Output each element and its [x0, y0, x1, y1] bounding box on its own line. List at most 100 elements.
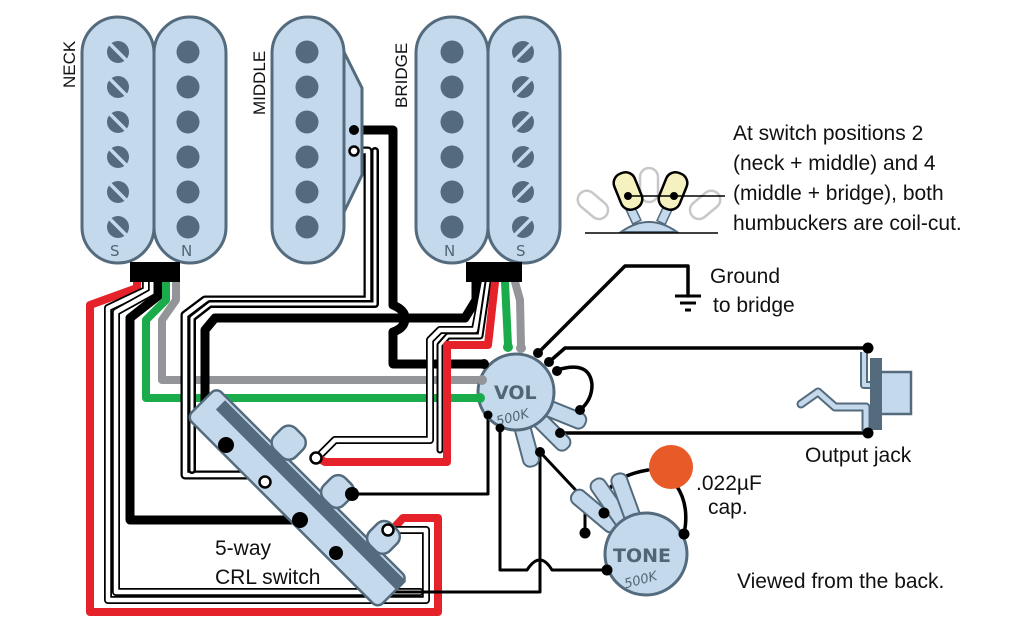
wire-red-bridge — [314, 278, 499, 466]
bridge-slug-poles — [440, 40, 464, 239]
middle-label: MIDDLE — [250, 51, 269, 115]
slug-pole — [295, 75, 319, 99]
screw-slot — [512, 216, 534, 238]
switch-lug-3 — [292, 512, 308, 528]
wire-green-bridge — [501, 278, 512, 349]
vol-terminal-jumper-end — [575, 405, 585, 415]
wire-vol-tone-ground — [498, 426, 609, 572]
vol-title: VOL — [494, 382, 537, 404]
vol-terminal-tip — [544, 357, 554, 367]
slug-pole — [440, 145, 464, 169]
switch-bar — [215, 400, 407, 591]
tone-terminal-cap — [598, 507, 610, 519]
screw-slot — [107, 146, 129, 168]
bridge-humbucker: N S BRIDGE — [392, 15, 562, 282]
middle-coil — [270, 15, 346, 265]
slug-pole — [295, 40, 319, 64]
screw-slot — [107, 181, 129, 203]
jack-plate — [870, 358, 882, 430]
switch-lug-6 — [345, 487, 359, 501]
wire-red-neck — [86, 278, 442, 616]
bridge-label: BRIDGE — [392, 43, 411, 108]
switch-lug-5 — [309, 451, 323, 465]
slug-pole — [176, 180, 200, 204]
vol-terminal-jumper — [552, 366, 562, 376]
switch-lug-7 — [381, 523, 395, 537]
neck-coil-n — [152, 15, 228, 265]
wire-gray-bridge — [511, 278, 525, 350]
coil-cut-note-line3: (middle + bridge), both — [733, 182, 944, 205]
capacitor: .022µF cap. — [649, 445, 762, 519]
capacitor-body — [649, 445, 693, 489]
output-jack-label: Output jack — [805, 444, 912, 467]
vol-terminal-green — [475, 393, 485, 403]
neck-slug-poles — [176, 40, 200, 239]
middle-slug-poles — [295, 40, 319, 239]
wire-switch-vol — [350, 413, 490, 496]
tone-pot-body — [603, 511, 689, 597]
slug-pole — [176, 75, 200, 99]
capacitor-value: .022µF — [696, 472, 762, 495]
viewed-from-back-note: Viewed from the back. — [737, 570, 944, 593]
middle-black-lead-terminal — [349, 125, 359, 135]
vol-pot-body — [476, 352, 556, 432]
neck-lead-block — [130, 262, 180, 282]
output-jack[interactable]: Output jack — [796, 342, 913, 468]
five-way-crl-switch[interactable]: 5-way CRL switch — [187, 368, 427, 608]
screw-slot — [107, 41, 129, 63]
neck-screw-poles — [107, 41, 129, 238]
vol-terminal-green-top — [503, 342, 513, 352]
vol-terminal-bottom — [495, 423, 505, 433]
screw-slot — [107, 111, 129, 133]
switch-label-line2: CRL switch — [215, 566, 320, 589]
slug-pole — [440, 180, 464, 204]
neck-coil-s-letter: S — [110, 242, 120, 260]
wire-ground — [536, 264, 690, 355]
wire-white-middle — [180, 146, 379, 480]
screw-slot — [512, 76, 534, 98]
slug-pole — [295, 180, 319, 204]
screw-slot — [107, 216, 129, 238]
capacitor-label: cap. — [708, 496, 748, 519]
bridge-screw-poles — [512, 41, 534, 238]
coil-cut-note: At switch positions 2 (neck + middle) an… — [733, 122, 962, 235]
switch-body — [188, 389, 406, 607]
wire-green-neck — [142, 278, 484, 402]
switch-lug-2 — [258, 475, 272, 489]
neck-coil-n-letter: N — [181, 242, 192, 260]
tone-terminal-left — [579, 527, 591, 539]
ground-to-bridge: Ground to bridge — [675, 265, 795, 317]
volume-pot[interactable]: VOL 500K — [475, 342, 588, 468]
switch-label-line1: 5-way — [215, 537, 272, 560]
tone-pot[interactable]: TONE 500K — [568, 471, 690, 597]
wire-white-bridge — [316, 278, 492, 459]
slug-pole — [440, 75, 464, 99]
jack-ground-lug-inner — [798, 389, 869, 433]
screw-slot — [512, 111, 534, 133]
slug-pole — [176, 40, 200, 64]
ground-symbol-icon — [675, 294, 701, 312]
wire-gray-neck — [158, 278, 486, 384]
jack-terminal-sleeve — [862, 427, 874, 439]
tone-terminal-ground — [601, 564, 613, 576]
vol-terminal-tone — [535, 447, 545, 457]
slug-pole — [176, 110, 200, 134]
ground-label-line1: Ground — [710, 265, 780, 288]
tone-terminal-right — [678, 528, 690, 540]
wire-jack-tip — [547, 346, 870, 364]
jack-tip-spring-inner — [862, 352, 870, 387]
bridge-coil-n-letter: N — [444, 242, 455, 260]
coil-cut-note-line2: (neck + middle) and 4 — [733, 152, 936, 175]
wire-vol-jumper — [555, 365, 594, 412]
screw-slot — [512, 146, 534, 168]
slug-pole — [295, 145, 319, 169]
neck-humbucker: S N NECK — [60, 15, 228, 282]
slug-pole — [176, 145, 200, 169]
bridge-coil-s-letter: S — [516, 242, 526, 260]
wire-white-neck — [104, 278, 430, 604]
coil-cut-note-line1: At switch positions 2 — [733, 122, 923, 145]
vol-terminal-gray-top — [516, 343, 526, 353]
jack-sleeve-body — [876, 370, 913, 416]
ground-label-line2: to bridge — [713, 294, 795, 317]
